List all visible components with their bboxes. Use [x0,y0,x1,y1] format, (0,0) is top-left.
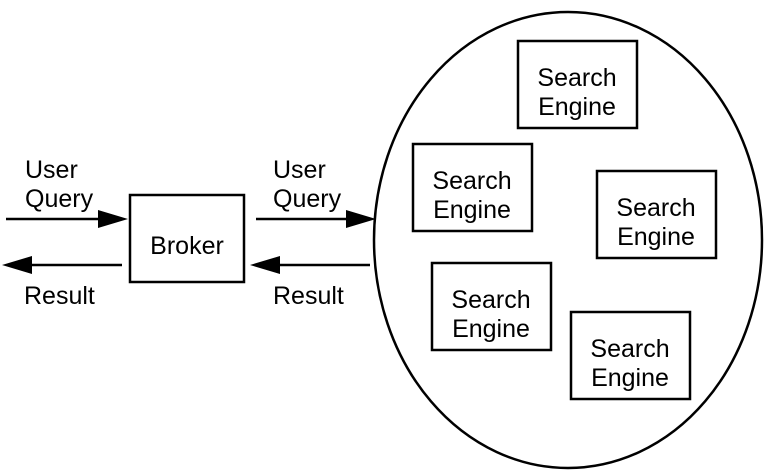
right-result-arrowhead [250,256,280,274]
right-query-label-line2: Query [273,185,342,213]
broker-box [128,193,246,284]
right-query-group: User Query [256,156,376,228]
broker-node: Broker [128,193,246,284]
search-engine-label-line1: Search [451,286,530,314]
broker-label: Broker [150,232,224,260]
left-result-group: Result [2,256,122,310]
right-query-arrowhead [346,210,376,228]
search-engine-node: Search Engine [430,261,553,352]
left-query-label-line2: Query [25,185,94,213]
search-engine-node: Search Engine [516,39,639,130]
search-engine-label-line1: Search [432,167,511,195]
right-result-label: Result [273,282,344,310]
left-query-label-line1: User [25,156,78,184]
search-engine-box [595,169,718,260]
search-engine-box [516,39,639,130]
search-engine-box [430,261,553,352]
search-engine-label-line1: Search [616,194,695,222]
right-query-label-line1: User [273,156,326,184]
left-query-arrowhead [98,210,128,228]
search-engine-label-line2: Engine [617,223,695,251]
search-engine-label-line1: Search [590,335,669,363]
search-engine-label-line2: Engine [591,364,669,392]
left-result-label: Result [24,282,95,310]
search-engine-node: Search Engine [569,310,692,401]
search-engine-node: Search Engine [595,169,718,260]
right-result-group: Result [250,256,370,310]
search-engine-label-line2: Engine [538,93,616,121]
left-query-group: User Query [6,156,128,228]
search-engine-label-line2: Engine [433,196,511,224]
search-engine-box [411,142,534,233]
search-engine-node: Search Engine [411,142,534,233]
search-engine-label-line2: Engine [452,315,530,343]
search-engine-cluster-ellipse [372,10,764,470]
search-engine-label-line1: Search [537,64,616,92]
left-result-arrowhead [2,256,32,274]
search-engine-box [569,310,692,401]
